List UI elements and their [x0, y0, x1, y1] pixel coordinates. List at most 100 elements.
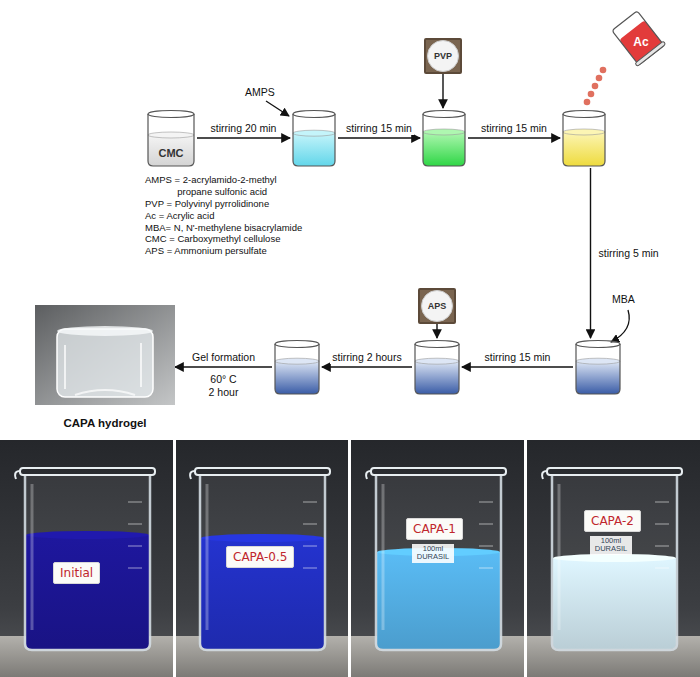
- icon-frame: [424, 38, 462, 74]
- hydrogel-highlight: [65, 343, 141, 395]
- step-label: stirring 5 min: [597, 247, 661, 260]
- process-arrow: [338, 137, 420, 138]
- mixture-beaker: [412, 338, 462, 396]
- beaker-body: [423, 114, 465, 166]
- node-label: PVP: [434, 51, 452, 61]
- process-arrow: [175, 366, 272, 367]
- beaker-liquid: [576, 361, 620, 394]
- glass-body: [25, 474, 150, 650]
- process-arrow: [197, 137, 290, 138]
- vessel-marking: 100ml DURASIL: [412, 544, 454, 563]
- beaker-outline: [560, 108, 608, 168]
- hydrogel-top: [57, 326, 153, 336]
- hydrogel-photo: CAPA hydrogel: [35, 305, 175, 429]
- sample-beaker: Initial: [15, 462, 160, 652]
- abbreviation-list: AMPS = 2-acrylamido-2-methyl propane sul…: [145, 174, 309, 257]
- abbreviation: AMPS = 2-acrylamido-2-methyl propane sul…: [145, 174, 309, 198]
- icon-ground: [420, 290, 454, 322]
- graduation-mark: [479, 546, 493, 547]
- graduation-mark: [303, 568, 317, 569]
- glass-highlight: [31, 484, 34, 630]
- liquid-surface: [293, 130, 335, 136]
- beaker-outline: [293, 114, 335, 166]
- process-arrow: [462, 366, 573, 367]
- reagent-icon: APS: [418, 288, 456, 324]
- photo-panel: [176, 440, 348, 677]
- liquid-surface: [148, 132, 194, 138]
- process-arrow: [436, 324, 437, 338]
- liquid-surface: [26, 531, 149, 539]
- glass-rim: [371, 468, 506, 475]
- abbreviation: MBA= N, N'-methylene bisacrylamide: [145, 222, 309, 234]
- abbreviation: CMC = Carboxymethyl cellulose: [145, 233, 309, 245]
- graduation-mark: [655, 546, 669, 547]
- icon-ground: [426, 40, 460, 72]
- photo-panel: [527, 440, 700, 677]
- liquid-surface: [576, 358, 620, 364]
- graduation-mark: [655, 568, 669, 569]
- graduation-mark: [128, 568, 142, 569]
- beaker-rim: [275, 341, 319, 348]
- graduation-mark: [303, 546, 317, 547]
- beaker-outline: [290, 108, 338, 168]
- beaker-liquid: [415, 361, 459, 394]
- beaker-outline: [412, 338, 462, 396]
- step-label: Gel formation: [190, 351, 257, 364]
- beaker-rim: [563, 111, 605, 118]
- abbreviation: APS = Ammonium persulfate: [145, 245, 309, 257]
- beaker-outline: [423, 114, 465, 166]
- liquid-surface: [415, 358, 459, 364]
- node-label: APS: [428, 301, 447, 311]
- beaker-outline: [272, 338, 322, 396]
- beaker-rim: [423, 111, 465, 118]
- condition-label: 60° C 2 hour: [207, 373, 240, 398]
- glass-body: [376, 474, 501, 650]
- beaker-outline: [148, 114, 194, 166]
- glass-highlight: [382, 484, 385, 630]
- glass-spout: [366, 471, 371, 479]
- process-arrow: [442, 74, 443, 108]
- icon-frame: [418, 288, 456, 324]
- beaker-outline: [145, 108, 197, 168]
- graduation-mark: [479, 502, 493, 503]
- dye-solution: [553, 558, 676, 649]
- mixture-beaker: [560, 108, 608, 168]
- step-label: stirring 2 hours: [330, 351, 403, 364]
- sample-beaker: CAPA-2100ml DURASIL: [542, 462, 687, 652]
- drop: [596, 75, 603, 82]
- step-label: stirring 15 min: [344, 122, 414, 135]
- sample-beaker: CAPA-1100ml DURASIL: [366, 462, 511, 652]
- glass-rim: [20, 468, 155, 475]
- drop: [584, 99, 591, 106]
- beaker-body: [275, 344, 319, 394]
- beaker-body: [148, 114, 194, 166]
- glass-rim: [547, 468, 682, 475]
- graduation-mark: [128, 502, 142, 503]
- glass-spout: [542, 471, 547, 479]
- addition-arrow: [266, 101, 289, 116]
- beaker-body: [612, 11, 664, 65]
- liquid-surface: [201, 534, 324, 542]
- glass-wall: [200, 474, 325, 650]
- mixture-beaker: [420, 108, 468, 168]
- drop: [600, 67, 607, 74]
- photo-ground: [35, 305, 175, 405]
- beaker-outline: [275, 344, 319, 394]
- liquid-surface: [553, 554, 676, 562]
- beaker-body: [293, 114, 335, 166]
- node-label: CAPA-0.5: [226, 546, 294, 568]
- abbreviation: Ac = Acrylic acid: [145, 210, 309, 222]
- node-label: Initial: [53, 562, 100, 584]
- beaker-outline: [563, 114, 605, 166]
- beaker-liquid: [275, 361, 319, 394]
- glass-spout: [190, 471, 195, 479]
- graduation-mark: [303, 502, 317, 503]
- graduation-mark: [303, 524, 317, 525]
- step-label: stirring 15 min: [479, 122, 549, 135]
- graduation-mark: [655, 524, 669, 525]
- node-label: CAPA hydrogel: [63, 417, 146, 429]
- glass-outline: [15, 462, 160, 652]
- photo-outline: [35, 305, 175, 429]
- glass-wall: [25, 474, 150, 650]
